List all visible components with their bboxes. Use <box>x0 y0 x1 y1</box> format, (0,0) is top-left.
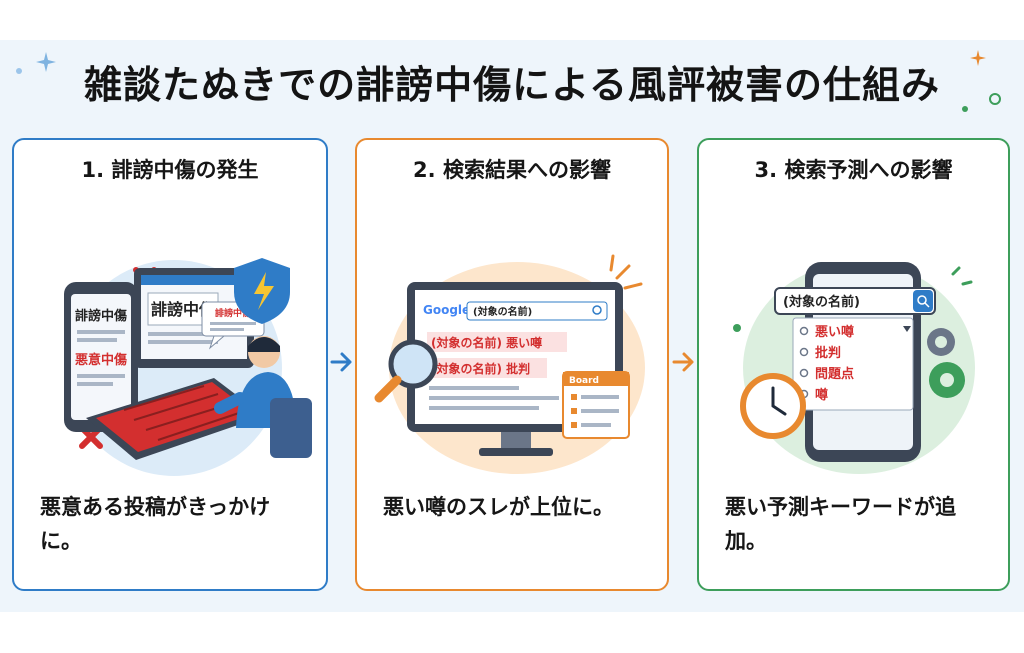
step-card-3: 3. 検索予測への影響 (対象の名前) 悪い噂 批判 問題点 噂 <box>697 138 1010 591</box>
search-query: (対象の名前) <box>473 305 532 318</box>
search-result-1: (対象の名前) 悪い噂 <box>427 332 567 352</box>
arrow-right-icon <box>330 352 352 372</box>
search-result-2: (対象の名前) 批判 <box>427 358 547 378</box>
sparkle-icon <box>16 68 22 74</box>
gear-icon <box>927 328 955 356</box>
shield-lightning-icon <box>234 258 290 324</box>
step-1-illustration: 誹謗中傷 悪意中傷 誹謗中傷 誹謗中傷 <box>64 258 312 476</box>
step-2-description: 悪い噂のスレが上位に。 <box>383 495 614 519</box>
search-icon <box>917 295 927 305</box>
chevron-down-icon <box>903 326 911 332</box>
step-3-illustration: (対象の名前) 悪い噂 批判 問題点 噂 <box>733 262 975 474</box>
clock-icon <box>740 373 806 439</box>
board-label: Board <box>569 376 599 386</box>
sparkle-icon <box>989 93 1001 105</box>
suggestion-item-1: 悪い噂 <box>799 324 854 340</box>
search-logo: Google <box>423 303 470 317</box>
arrow-right-icon <box>672 352 694 372</box>
step-3-description: 悪い予測キーワードが追加。 <box>725 495 956 553</box>
phone-text-2: 悪意中傷 <box>75 352 127 368</box>
phone-text-1: 誹謗中傷 <box>75 308 127 324</box>
step-3-heading: 3. 検索予測への影響 <box>754 158 953 182</box>
suggestion-dropdown: 悪い噂 批判 問題点 噂 <box>792 317 914 411</box>
suggestion-item-2: 批判 <box>799 345 841 361</box>
sparkle-icon <box>962 106 968 112</box>
magnifying-glass-icon <box>374 339 438 403</box>
search-bar: (対象の名前) <box>774 287 936 315</box>
keyboard-icon <box>86 378 264 460</box>
smartphone-icon: 誹謗中傷 悪意中傷 <box>64 282 138 432</box>
step-1-description: 悪意ある投稿がきっかけに。 <box>40 495 271 553</box>
svg-text:問題点: 問題点 <box>815 366 854 382</box>
search-icon <box>592 305 602 315</box>
page-title: 雑談たぬきでの誹謗中傷による風評被害の仕組み <box>83 63 941 107</box>
suggestion-item-3: 問題点 <box>799 366 854 382</box>
result-1-text: (対象の名前) 悪い噂 <box>431 335 542 350</box>
search-query: (対象の名前) <box>783 294 860 310</box>
step-2-heading: 2. 検索結果への影響 <box>413 158 611 182</box>
svg-text:悪い噂: 悪い噂 <box>815 324 854 340</box>
sparkle-icon <box>36 52 56 72</box>
sparkle-icon <box>970 50 986 66</box>
board-window: Board <box>562 371 630 439</box>
monitor-text: 誹謗中傷 <box>151 300 215 319</box>
step-card-1: 1. 誹謗中傷の発生 誹謗中傷 悪意中傷 誹謗中傷 <box>12 138 328 591</box>
step-card-2: 2. 検索結果への影響 Google (対象の名前) (対象の名前) 悪い噂 (… <box>355 138 669 591</box>
step-2-illustration: Google (対象の名前) (対象の名前) 悪い噂 (対象の名前) 批判 Bo… <box>374 254 645 474</box>
step-1-heading: 1. 誹謗中傷の発生 <box>81 158 259 182</box>
search-bar: Google (対象の名前) <box>423 301 608 321</box>
svg-text:噂: 噂 <box>815 387 828 403</box>
svg-text:批判: 批判 <box>815 345 841 361</box>
result-2-text: (対象の名前) 批判 <box>431 361 530 376</box>
person-typing-icon <box>214 336 312 458</box>
gear-icon <box>929 362 965 398</box>
